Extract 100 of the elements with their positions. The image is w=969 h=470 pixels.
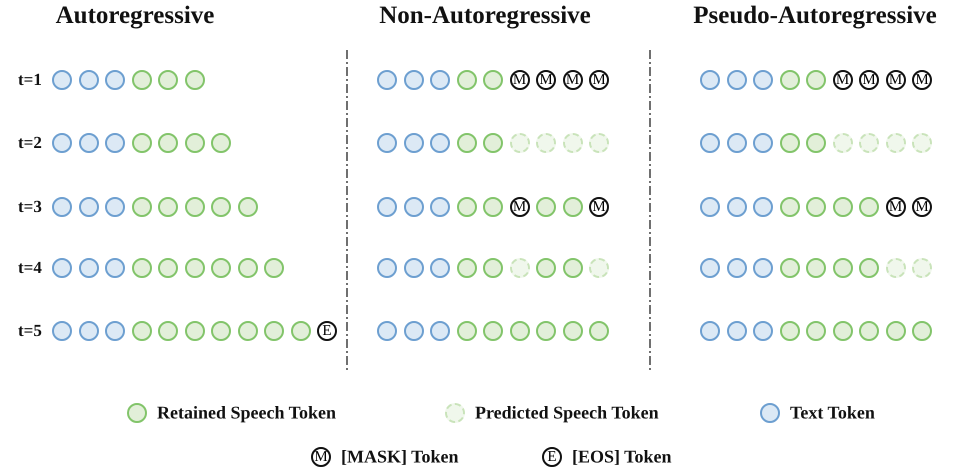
mask-token: M xyxy=(832,70,852,90)
speech-token xyxy=(132,321,152,341)
speech-token xyxy=(859,197,879,217)
panel-heading: Non-Autoregressive xyxy=(379,2,591,30)
text-token xyxy=(377,70,397,90)
predicted-token xyxy=(536,133,556,153)
text-token xyxy=(430,258,450,278)
text-token xyxy=(52,197,72,217)
speech-token xyxy=(780,258,800,278)
legend-label: Predicted Speech Token xyxy=(475,402,659,424)
speech-token xyxy=(912,321,932,341)
speech-token xyxy=(238,258,258,278)
speech-token xyxy=(806,321,826,341)
text-token xyxy=(700,70,720,90)
text-token xyxy=(52,258,72,278)
speech-token xyxy=(806,133,826,153)
text-token xyxy=(430,197,450,217)
speech-token xyxy=(158,321,178,341)
text-token xyxy=(430,70,450,90)
text-token xyxy=(105,133,125,153)
speech-token xyxy=(483,321,503,341)
speech-token xyxy=(211,133,231,153)
predicted-token xyxy=(886,133,906,153)
speech-token xyxy=(184,70,204,90)
mask-token: M xyxy=(510,70,530,90)
legend-label: Retained Speech Token xyxy=(157,402,336,424)
speech-token xyxy=(184,133,204,153)
mask-token: M xyxy=(886,197,906,217)
speech-token xyxy=(158,197,178,217)
text-token xyxy=(404,70,424,90)
speech-token xyxy=(832,197,852,217)
legend-swatch: M xyxy=(311,447,331,467)
text-token xyxy=(377,133,397,153)
time-step-label: t=2 xyxy=(18,133,42,153)
predicted-token xyxy=(912,133,932,153)
predicted-token xyxy=(589,258,609,278)
mask-token: M xyxy=(589,70,609,90)
speech-token xyxy=(184,258,204,278)
speech-token xyxy=(562,197,582,217)
speech-token xyxy=(158,133,178,153)
time-step-label: t=1 xyxy=(18,70,42,90)
text-token xyxy=(404,258,424,278)
speech-token xyxy=(780,70,800,90)
speech-token xyxy=(184,197,204,217)
text-token xyxy=(753,133,773,153)
text-token xyxy=(377,321,397,341)
text-token xyxy=(753,197,773,217)
text-token xyxy=(105,321,125,341)
speech-token xyxy=(536,258,556,278)
legend-swatch: E xyxy=(542,447,562,467)
speech-token xyxy=(238,197,258,217)
text-token xyxy=(700,258,720,278)
speech-token xyxy=(859,321,879,341)
speech-token xyxy=(211,197,231,217)
mask-token: M xyxy=(912,197,932,217)
text-token xyxy=(377,197,397,217)
panel-heading: Autoregressive xyxy=(56,2,214,30)
speech-token xyxy=(158,70,178,90)
speech-token xyxy=(158,258,178,278)
speech-token xyxy=(589,321,609,341)
text-token xyxy=(377,258,397,278)
mask-token: M xyxy=(589,197,609,217)
text-token xyxy=(726,70,746,90)
speech-token xyxy=(780,133,800,153)
text-token xyxy=(700,321,720,341)
text-token xyxy=(78,321,98,341)
speech-token xyxy=(132,70,152,90)
text-token xyxy=(700,197,720,217)
legend-label: [MASK] Token xyxy=(341,446,459,468)
text-token xyxy=(105,70,125,90)
speech-token xyxy=(264,258,284,278)
text-token xyxy=(726,321,746,341)
speech-token xyxy=(806,197,826,217)
legend-label: Text Token xyxy=(790,402,875,424)
speech-token xyxy=(780,197,800,217)
time-step-label: t=5 xyxy=(18,321,42,341)
text-token xyxy=(78,133,98,153)
mask-token: M xyxy=(859,70,879,90)
text-token xyxy=(105,258,125,278)
time-step-label: t=3 xyxy=(18,197,42,217)
text-token xyxy=(52,70,72,90)
speech-token xyxy=(132,197,152,217)
speech-token xyxy=(264,321,284,341)
speech-token xyxy=(456,133,476,153)
panel-heading: Pseudo-Autoregressive xyxy=(693,2,937,30)
mask-token: M xyxy=(912,70,932,90)
text-token xyxy=(78,258,98,278)
speech-token xyxy=(832,258,852,278)
speech-token xyxy=(536,321,556,341)
speech-token xyxy=(483,133,503,153)
speech-token xyxy=(483,258,503,278)
speech-token xyxy=(238,321,258,341)
speech-token xyxy=(132,258,152,278)
speech-token xyxy=(886,321,906,341)
text-token xyxy=(753,321,773,341)
text-token xyxy=(430,133,450,153)
speech-token xyxy=(132,133,152,153)
speech-token xyxy=(456,321,476,341)
text-token xyxy=(726,133,746,153)
speech-token xyxy=(806,258,826,278)
